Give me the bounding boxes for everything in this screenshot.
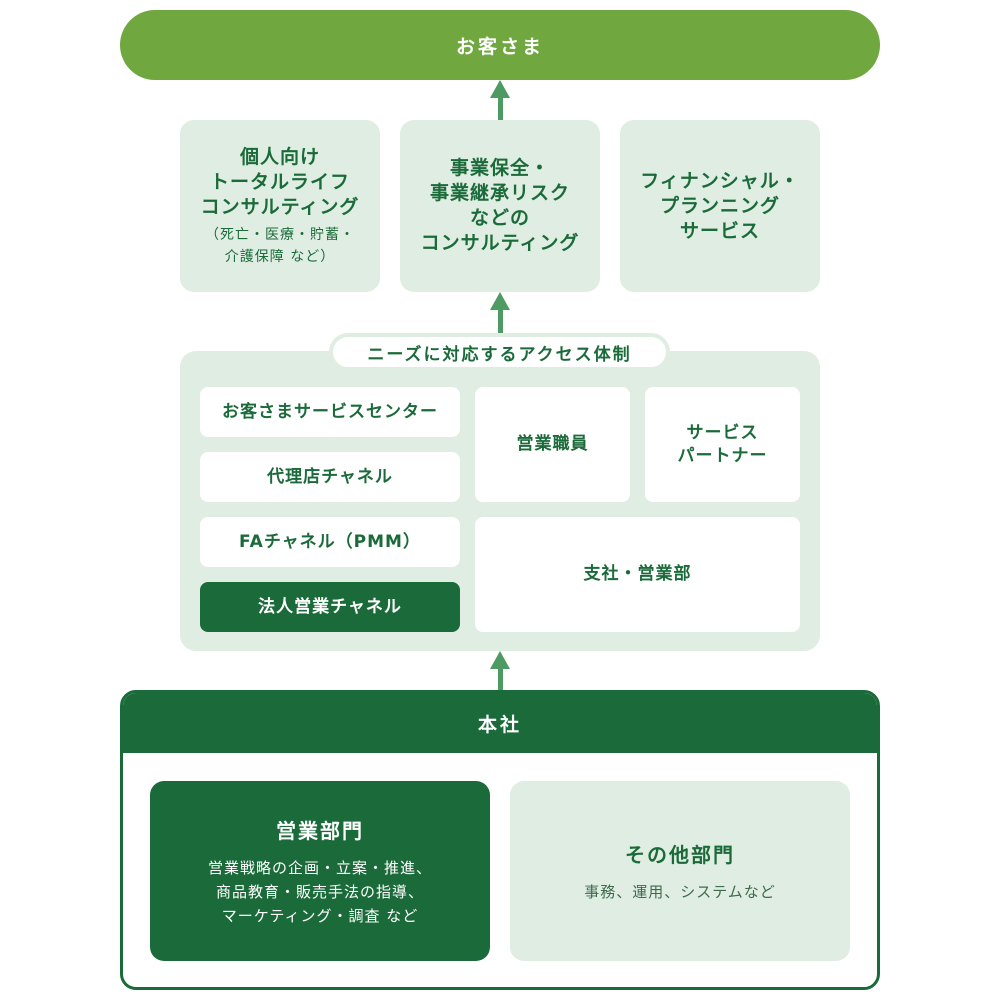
arrow-shaft (497, 668, 503, 692)
channel-corporate-sales: 法人営業チャネル (200, 582, 460, 632)
channel-agency: 代理店チャネル (200, 452, 460, 502)
channel-service-partner: サービス パートナー (645, 387, 800, 502)
channel-label: 代理店チャネル (267, 466, 393, 487)
access-system-title: ニーズに対応するアクセス体制 (329, 333, 670, 371)
service-title: 個人向け トータルライフ コンサルティング (200, 145, 360, 218)
arrow-shaft (497, 97, 503, 120)
dept-title: 営業部門 (276, 818, 364, 843)
customer-banner: お客さま (120, 10, 880, 80)
head-office-title: 本社 (477, 713, 522, 736)
arrow-up-icon (490, 80, 510, 98)
channel-label: 法人営業チャネル (258, 596, 402, 617)
channel-branch-sales: 支社・営業部 (475, 517, 800, 632)
channel-label: お客さまサービスセンター (222, 401, 438, 422)
channel-label: サービス パートナー (677, 422, 768, 466)
customer-label: お客さま (455, 35, 544, 58)
channel-label: FAチャネル（PMM） (239, 531, 421, 552)
dept-sales: 営業部門 営業戦略の企画・立案・推進、 商品教育・販売手法の指導、 マーケティン… (150, 781, 490, 961)
channel-label: 営業職員 (516, 434, 589, 454)
service-business-consulting: 事業保全・ 事業継承リスク などの コンサルティング (400, 120, 600, 292)
dept-title: その他部門 (625, 842, 735, 867)
dept-description: 営業戦略の企画・立案・推進、 商品教育・販売手法の指導、 マーケティング・調査 … (207, 858, 432, 925)
channel-fa: FAチャネル（PMM） (200, 517, 460, 567)
service-title: フィナンシャル・ プランニング サービス (640, 169, 800, 242)
channel-sales-staff: 営業職員 (475, 387, 630, 502)
dept-description: 事務、運用、システムなど (584, 882, 776, 901)
service-note: （死亡・医療・貯蓄・ 介護保障 など） (205, 226, 355, 265)
service-title: 事業保全・ 事業継承リスク などの コンサルティング (420, 157, 580, 254)
head-office-header: 本社 (123, 693, 877, 753)
arrow-up-icon (490, 651, 510, 669)
dept-other: その他部門 事務、運用、システムなど (510, 781, 850, 961)
service-personal-consulting: 個人向け トータルライフ コンサルティング （死亡・医療・貯蓄・ 介護保障 など… (180, 120, 380, 292)
arrow-shaft (497, 309, 503, 334)
access-title-text: ニーズに対応するアクセス体制 (367, 344, 632, 365)
channel-label: 支社・営業部 (583, 564, 692, 584)
arrow-up-icon (490, 292, 510, 310)
channel-customer-service-center: お客さまサービスセンター (200, 387, 460, 437)
service-financial-planning: フィナンシャル・ プランニング サービス (620, 120, 820, 292)
